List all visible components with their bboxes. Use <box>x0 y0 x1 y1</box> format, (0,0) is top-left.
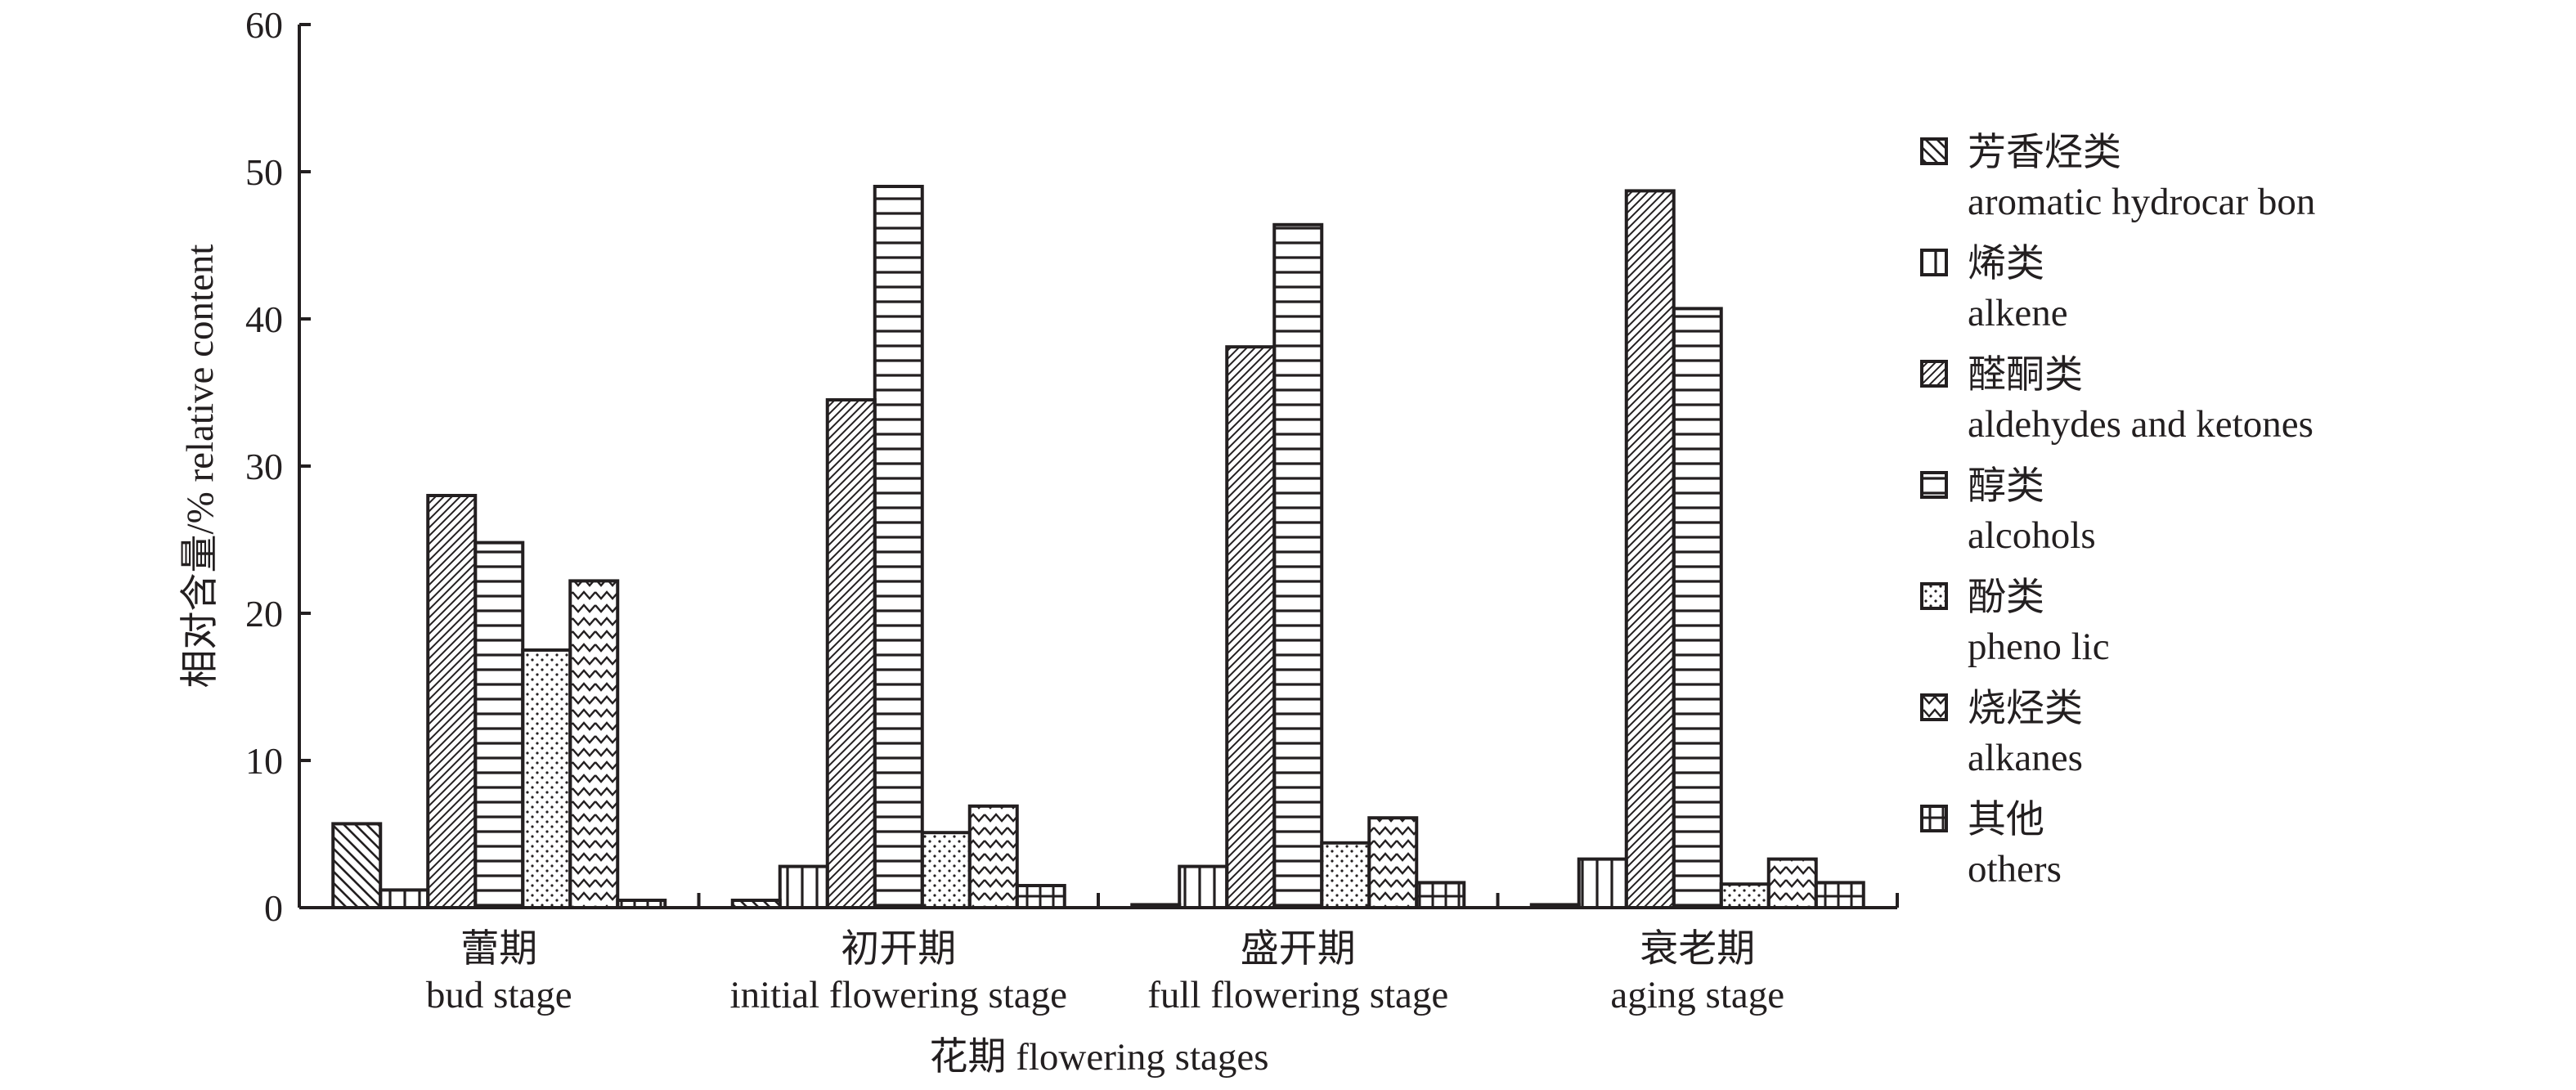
bar-horizontal-2 <box>1272 222 1324 909</box>
legend-swatch-vertical <box>1920 249 1948 276</box>
legend-label-en: aromatic hydrocar bon <box>1968 181 2315 223</box>
legend-swatch-grid <box>1920 805 1948 832</box>
legend-swatch-slash <box>1920 360 1948 388</box>
legend-label-zh: 芳香烃类 <box>1968 132 2121 174</box>
x-axis-label: 花期 flowering stages <box>929 1036 1268 1079</box>
bar-vertical-0 <box>379 888 430 910</box>
bar-zigzag-3 <box>1766 857 1818 909</box>
bar-vertical-2 <box>1178 864 1229 909</box>
bar-backslash-2 <box>1130 903 1182 910</box>
category-label-en: full flowering stage <box>1147 974 1448 1016</box>
bar-dots-1 <box>920 831 972 910</box>
y-axis-label: 相对含量/% relative content <box>179 244 222 689</box>
legend-label-zh: 酚类 <box>1968 576 2044 619</box>
category-label-zh: 衰老期 <box>1640 928 1755 971</box>
bar-backslash-0 <box>331 822 383 910</box>
category-label-zh: 蕾期 <box>460 928 537 971</box>
bar-slash-0 <box>426 494 478 909</box>
legend-label-zh: 醇类 <box>1968 465 2044 508</box>
y-tick-label: 0 <box>264 887 283 929</box>
bars <box>331 185 1865 910</box>
bar-slash-2 <box>1225 345 1277 909</box>
legend-label-zh: 烧烃类 <box>1968 688 2083 730</box>
bar-vertical-1 <box>778 864 829 909</box>
bar-slash-1 <box>825 398 877 909</box>
legend-label-en: aldehydes and ketones <box>1968 403 2313 446</box>
category-label-en: initial flowering stage <box>730 974 1067 1016</box>
bar-horizontal-1 <box>873 185 924 909</box>
bar-horizontal-0 <box>473 541 525 909</box>
category-label-zh: 初开期 <box>841 928 956 971</box>
y-tick-label: 10 <box>245 740 283 782</box>
y-tick-label: 60 <box>245 4 283 46</box>
legend-label-en: pheno lic <box>1968 626 2110 668</box>
legend-swatch-horizontal <box>1920 471 1948 499</box>
legend-label-en: others <box>1968 848 2062 890</box>
bar-grid-0 <box>616 899 667 909</box>
legend: 芳香烃类 aromatic hydrocar bon 烯类 alkene 醛酮类 alde… <box>1920 132 2315 890</box>
bar-backslash-1 <box>730 899 782 909</box>
y-tick-label: 50 <box>245 151 283 193</box>
bar-zigzag-2 <box>1367 816 1419 910</box>
y-tick-label: 40 <box>245 298 283 340</box>
legend-swatch-zigzag <box>1920 693 1948 721</box>
bar-zigzag-1 <box>967 804 1019 909</box>
bar-zigzag-0 <box>568 579 620 910</box>
bar-grid-1 <box>1015 884 1066 909</box>
bar-slash-3 <box>1624 189 1676 909</box>
bar-dots-2 <box>1320 841 1371 910</box>
legend-label-en: alkanes <box>1968 737 2083 779</box>
legend-swatch-backslash <box>1920 137 1948 165</box>
y-tick-label: 30 <box>245 446 283 487</box>
bar-grid-2 <box>1415 881 1466 910</box>
y-tick-labels: 0 10 20 30 40 50 60 <box>245 4 283 929</box>
bar-dots-0 <box>521 648 572 909</box>
bar-backslash-3 <box>1529 903 1581 910</box>
bar-dots-3 <box>1719 882 1770 909</box>
category-label-en: bud stage <box>426 974 572 1016</box>
legend-label-zh: 醛酮类 <box>1968 354 2083 397</box>
legend-swatch-dots <box>1920 582 1948 610</box>
category-label-zh: 盛开期 <box>1241 928 1356 971</box>
bar-vertical-3 <box>1577 857 1628 909</box>
legend-label-zh: 烯类 <box>1968 243 2044 285</box>
legend-label-en: alkene <box>1968 292 2068 334</box>
y-tick-label: 20 <box>245 593 283 635</box>
legend-label-en: alcohols <box>1968 514 2096 557</box>
legend-label-zh: 其他 <box>1968 799 2044 841</box>
bar-horizontal-3 <box>1672 307 1723 909</box>
bar-grid-3 <box>1814 881 1865 910</box>
category-label-en: aging stage <box>1610 974 1784 1016</box>
